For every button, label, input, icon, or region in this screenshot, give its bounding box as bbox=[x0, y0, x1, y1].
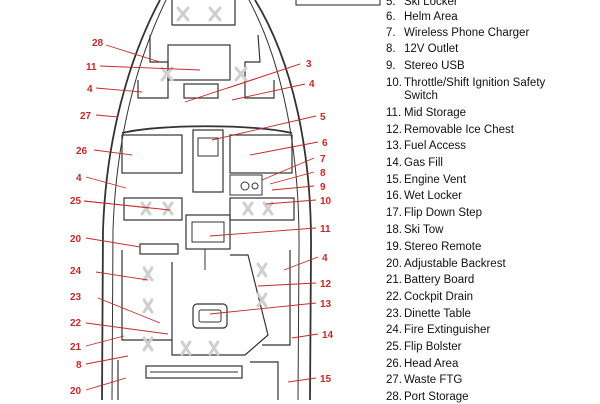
legend-item-18: 18.Ski Tow bbox=[386, 224, 444, 236]
legend-item-26: 26.Head Area bbox=[386, 358, 459, 370]
callout-10: 10 bbox=[320, 196, 332, 207]
legend-item-8: 8.12V Outlet bbox=[386, 43, 459, 55]
callout-4-starboard-bow: 4 bbox=[309, 79, 315, 90]
callout-4-bow: 4 bbox=[87, 84, 93, 95]
legend-item-19: 19.Stereo Remote bbox=[386, 241, 482, 253]
callout-11-bow: 11 bbox=[86, 62, 97, 73]
leader-lines bbox=[83, 44, 319, 391]
legend-item-9: 9.Stereo USB bbox=[386, 60, 465, 72]
hull-outline bbox=[101, 0, 312, 400]
legend-item-5: 5.Ski Locker bbox=[386, 0, 458, 8]
callout-15: 15 bbox=[320, 374, 332, 385]
callout-21: 21 bbox=[70, 342, 82, 353]
callout-20-port: 20 bbox=[70, 234, 82, 245]
legend-item-25: 25.Flip Bolster bbox=[386, 341, 462, 353]
legend-item-27: 27.Waste FTG bbox=[386, 374, 463, 386]
callout-13: 13 bbox=[320, 299, 332, 310]
callout-22: 22 bbox=[70, 318, 82, 329]
legend-item-23: 23.Dinette Table bbox=[386, 308, 471, 320]
callout-11-mid: 11 bbox=[320, 224, 331, 235]
callout-23: 23 bbox=[70, 292, 82, 303]
legend-item-13: 13.Fuel Access bbox=[386, 140, 466, 152]
callout-25: 25 bbox=[70, 196, 82, 207]
callout-7: 7 bbox=[320, 154, 326, 165]
legend-item-11: 11.Mid Storage bbox=[386, 107, 467, 119]
legend-header-box bbox=[295, 0, 381, 6]
callout-8-port: 8 bbox=[76, 360, 82, 371]
callout-3: 3 bbox=[306, 59, 312, 70]
callout-27: 27 bbox=[80, 111, 92, 122]
stern-area bbox=[117, 360, 279, 400]
legend-item-14: 14.Gas Fill bbox=[386, 157, 443, 169]
legend-item-6: 6.Helm Area bbox=[386, 11, 458, 23]
callout-4-port: 4 bbox=[76, 173, 82, 184]
callout-24: 24 bbox=[70, 266, 82, 277]
legend-item-16: 16.Wet Locker bbox=[386, 190, 462, 202]
cockpit-area bbox=[121, 243, 291, 356]
legend-item-7: 7.Wireless Phone Charger bbox=[386, 27, 530, 39]
mid-section bbox=[123, 197, 295, 270]
console-area bbox=[121, 125, 293, 196]
legend-item-28: 28.Port Storage bbox=[386, 391, 469, 403]
callout-26: 26 bbox=[76, 146, 88, 157]
callout-4-starboard: 4 bbox=[322, 253, 328, 264]
callout-5: 5 bbox=[320, 112, 326, 123]
legend-item-12: 12.Removable Ice Chest bbox=[386, 124, 514, 136]
callout-8-helm: 8 bbox=[320, 168, 326, 179]
callout-9: 9 bbox=[320, 182, 326, 193]
legend-item-24: 24.Fire Extinguisher bbox=[386, 324, 491, 336]
legend-item-20: 20.Adjustable Backrest bbox=[386, 258, 506, 270]
legend-item-22: 22.Cockpit Drain bbox=[386, 291, 474, 303]
callout-28: 28 bbox=[92, 38, 104, 49]
callout-6: 6 bbox=[322, 138, 328, 149]
callout-12: 12 bbox=[320, 279, 332, 290]
legend-item-21: 21.Battery Board bbox=[386, 274, 475, 286]
callout-14: 14 bbox=[322, 330, 334, 341]
legend-item-15: 15.Engine Vent bbox=[386, 174, 467, 186]
callout-20-stern: 20 bbox=[70, 386, 82, 397]
legend-item-17: 17.Flip Down Step bbox=[386, 207, 482, 219]
bow-area bbox=[137, 0, 275, 99]
